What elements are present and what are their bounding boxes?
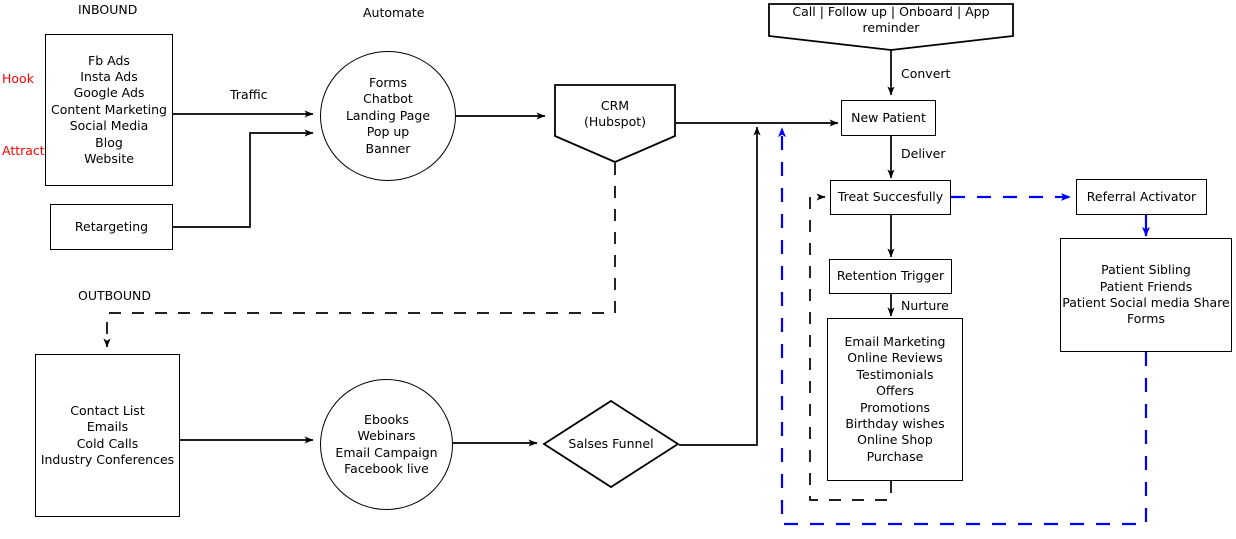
edge-referral-loop-to-new-patient [778,127,1148,526]
edge-label-deliver: Deliver [901,146,946,161]
edge-crm-dashed-to-outbound [103,163,616,348]
node-retention-actions[interactable]: Email Marketing Online Reviews Testimoni… [827,318,963,481]
node-retargeting-label: Retargeting [74,218,149,234]
node-treat-successfully-label: Treat Succesfully [837,189,944,205]
node-outbound-channels[interactable]: Ebooks Webinars Email Campaign Facebook … [320,379,453,510]
node-new-patient-label: New Patient [851,109,926,125]
node-new-patient[interactable]: New Patient [841,100,936,136]
stage-label-attract: Attract [2,143,45,158]
node-crm[interactable]: CRM (Hubspot) [554,84,676,163]
sales-funnel-diamond-shape [542,399,680,489]
node-nurture-channels-label: Call | Follow up | Onboard | App reminde… [792,3,990,35]
node-outbound-sources-label: Contact List Emails Cold Calls Industry … [40,402,175,467]
node-inbound-sources[interactable]: Fb Ads Insta Ads Google Ads Content Mark… [45,34,173,186]
node-referral-targets[interactable]: Patient Sibling Patient Friends Patient … [1060,238,1232,352]
node-inbound-sources-label: Fb Ads Insta Ads Google Ads Content Mark… [51,52,167,167]
node-outbound-sources[interactable]: Contact List Emails Cold Calls Industry … [35,354,180,517]
node-retargeting[interactable]: Retargeting [50,204,173,250]
node-sales-funnel-label: Salses Funnel [568,435,654,451]
node-crm-label: CRM (Hubspot) [583,97,646,129]
node-automate-channels-label: Forms Chatbot Landing Page Pop up Banner [345,74,431,156]
node-outbound-channels-label: Ebooks Webinars Email Campaign Facebook … [335,411,438,476]
node-referral-activator-label: Referral Activator [1086,188,1197,204]
edge-label-traffic: Traffic [230,87,268,102]
node-sales-funnel[interactable]: Salses Funnel [542,399,680,489]
crm-pentagon-shape [554,84,676,163]
node-retention-trigger[interactable]: Retention Trigger [829,259,952,294]
node-nurture-channels[interactable]: Call | Follow up | Onboard | App reminde… [768,3,1014,51]
node-automate-channels[interactable]: Forms Chatbot Landing Page Pop up Banner [320,51,456,181]
edge-label-nurture: Nurture [901,298,949,313]
edge-funnel-to-new-patient [679,126,761,446]
section-title-inbound: INBOUND [78,2,138,17]
node-retention-trigger-label: Retention Trigger [836,268,945,284]
node-retention-actions-label: Email Marketing Online Reviews Testimoni… [844,333,946,464]
edge-retention-loop-to-treat [809,193,892,501]
edge-label-convert: Convert [901,66,951,81]
stage-label-hook: Hook [2,71,34,86]
edge-retargeting-to-automate [173,129,314,228]
section-title-automate: Automate [363,5,425,20]
node-referral-targets-label: Patient Sibling Patient Friends Patient … [1062,262,1230,327]
node-treat-successfully[interactable]: Treat Succesfully [830,180,951,215]
section-title-outbound: OUTBOUND [78,288,151,303]
node-referral-activator[interactable]: Referral Activator [1076,179,1207,215]
nurture-channels-pentagon-shape [768,3,1014,51]
